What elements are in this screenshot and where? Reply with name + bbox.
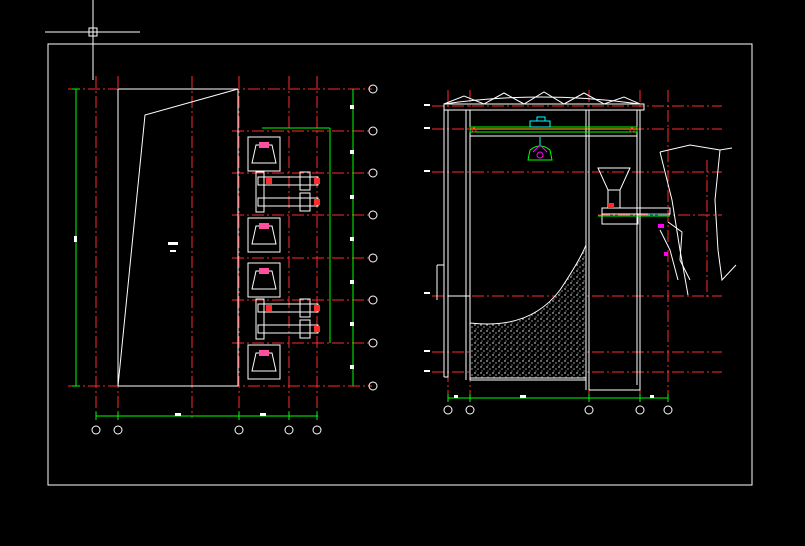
- plan-hopper-centers: [259, 142, 269, 356]
- section-level-marks: [424, 104, 654, 398]
- material-pile: [469, 244, 587, 379]
- plan-horizontal-axes: [68, 88, 372, 387]
- plan-view: [68, 76, 378, 435]
- plan-axis-bubbles-right: [368, 84, 378, 391]
- crane-girder: [469, 116, 638, 133]
- plan-center-label: [168, 242, 178, 252]
- roof-truss: [443, 91, 641, 105]
- plan-dim-text: [74, 105, 354, 416]
- section-view: [424, 90, 737, 415]
- plan-vertical-axes: [95, 76, 318, 418]
- plan-conveyors: [255, 171, 319, 340]
- section-dimensions: [447, 394, 669, 402]
- plan-axis-bubbles-bottom: [91, 425, 322, 435]
- right-accent-dots: [658, 224, 668, 256]
- plan-outline: [117, 88, 239, 387]
- crosshair-cursor-icon: [45, 0, 140, 80]
- right-terrain: [659, 144, 737, 296]
- plan-conveyor-marks: [266, 178, 320, 332]
- grab-bucket-icon: [527, 137, 553, 161]
- plan-dimensions: [72, 88, 354, 420]
- section-walls: [436, 103, 645, 391]
- drawing-frame: [47, 43, 753, 486]
- feed-hopper-icon: [597, 167, 671, 225]
- section-axis-bubbles-bottom: [443, 405, 673, 415]
